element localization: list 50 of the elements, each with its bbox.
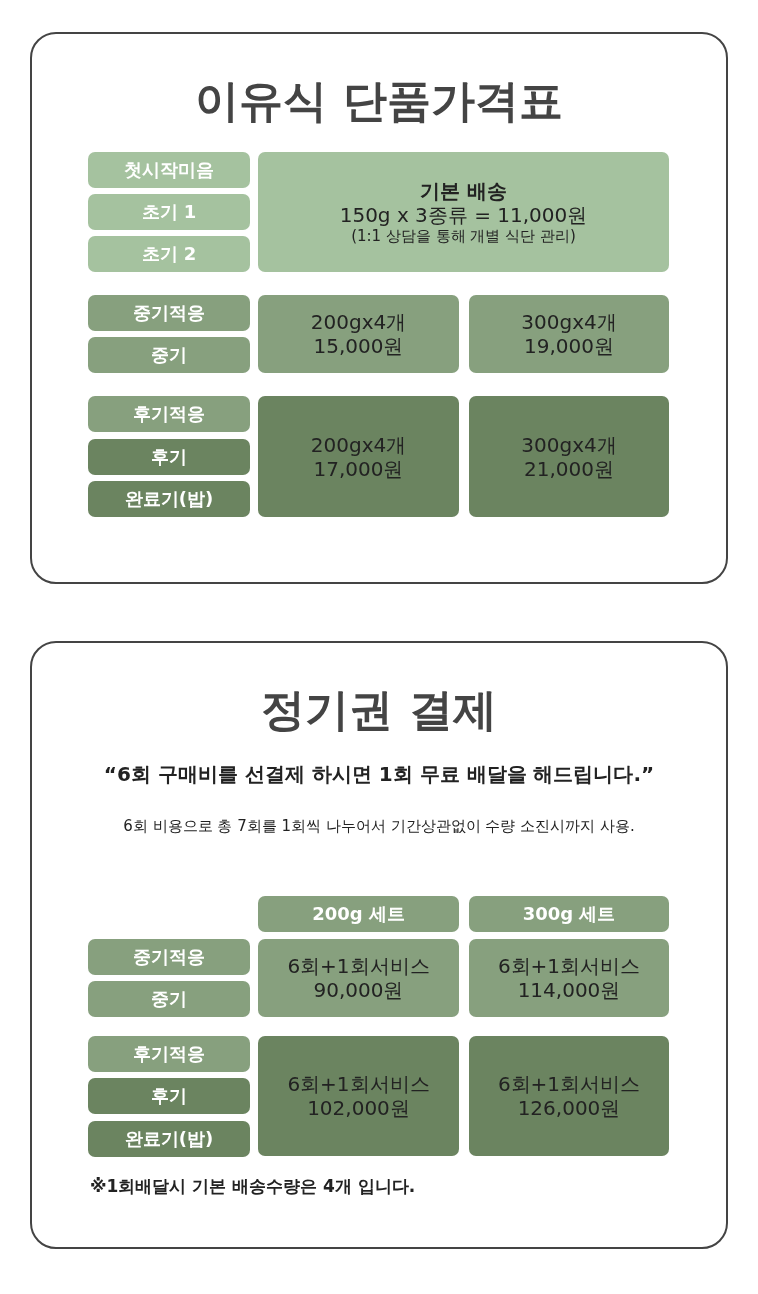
price-text: 19,000원: [524, 334, 614, 358]
stage-label: 중기적응: [88, 295, 250, 331]
stage-label: 중기: [88, 337, 250, 373]
stage-label: 중기적응: [88, 939, 250, 975]
stage-label: 후기적응: [88, 396, 250, 432]
price-box: [258, 396, 459, 517]
price-text: 6회+1회서비스: [497, 1072, 641, 1096]
stage-label: 후기: [88, 439, 250, 475]
price-text: 6회+1회서비스: [497, 954, 641, 978]
price-box: [258, 152, 669, 272]
stage-label: 초기 2: [88, 236, 250, 272]
note-text: ※1회배달시 기본 배송수량은 4개 입니다.: [90, 1175, 416, 1198]
price-text: 15,000원: [313, 334, 404, 358]
stage-label: 완료기(밥): [88, 1121, 250, 1157]
price-panel: [30, 32, 728, 584]
price-text: 17,000원: [313, 456, 404, 481]
price-text: 21,000원: [524, 456, 614, 481]
price-text: (1:1 상담을 통해 개별 식단 관리): [351, 227, 576, 245]
price-text: 200gx4개: [310, 432, 407, 457]
price-text: 300gx4개: [521, 310, 617, 334]
price-box: [258, 1036, 459, 1156]
price-box: [469, 939, 669, 1017]
panel-title: 정기권 결제: [261, 683, 497, 737]
price-text: 300gx4개: [521, 432, 617, 457]
price-text: 90,000원: [313, 978, 404, 1002]
description-text: 6회 비용으로 총 7회를 1회씩 나누어서 기간상관없이 수량 소진시까지 사용.: [123, 817, 635, 836]
price-box: [258, 939, 459, 1017]
stage-label: 초기 1: [88, 194, 250, 230]
price-text: 114,000원: [517, 978, 621, 1002]
quote-text: “6회 구매비를 선결제 하시면 1회 무료 배달을 해드립니다.”: [103, 761, 655, 788]
panel-title: 이유식 단품가격표: [195, 74, 563, 128]
price-panel: [30, 641, 728, 1249]
price-box: [258, 295, 459, 373]
price-text: 102,000원: [307, 1096, 410, 1120]
price-text: 150g x 3종류 = 11,000원: [339, 203, 588, 227]
price-text: 6회+1회서비스: [287, 954, 430, 978]
price-text: 126,000원: [517, 1096, 621, 1120]
stage-label: 첫시작미음: [88, 152, 250, 188]
price-text: 기본 배송: [420, 179, 507, 203]
stage-label: 후기적응: [88, 1036, 250, 1072]
stage-label: 200g 세트: [258, 896, 459, 932]
price-text: 6회+1회서비스: [287, 1072, 430, 1096]
stage-label: 중기: [88, 981, 250, 1017]
stage-label: 후기: [88, 1078, 250, 1114]
price-box: [469, 295, 669, 373]
price-text: 200gx4개: [310, 310, 407, 334]
price-box: [469, 1036, 669, 1156]
stage-label: 300g 세트: [469, 896, 669, 932]
price-box: [469, 396, 669, 517]
stage-label: 완료기(밥): [88, 481, 250, 517]
